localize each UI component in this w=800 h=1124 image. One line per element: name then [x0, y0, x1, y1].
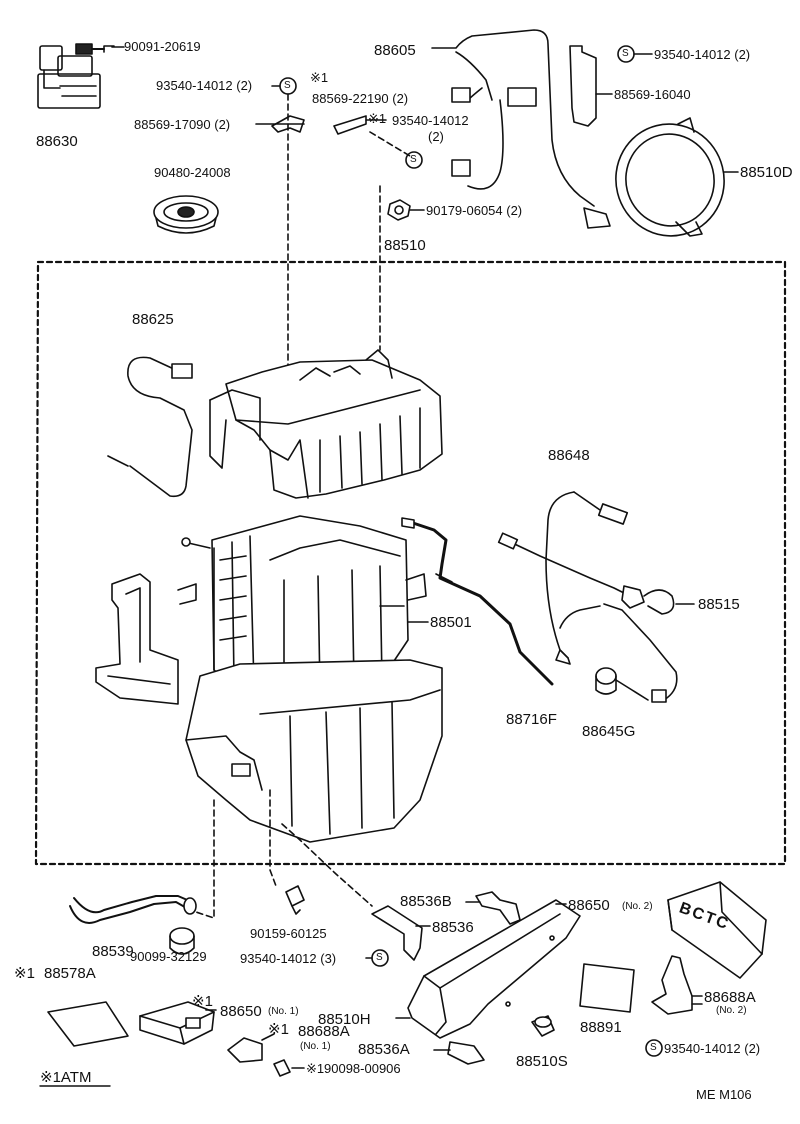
wire-harness-88648 — [545, 491, 678, 703]
bracket-88536A — [447, 1041, 485, 1065]
sensor-88515 — [497, 532, 675, 615]
label-screw-mark-c: S — [622, 48, 629, 59]
label-mark-88569-22190: ※1 — [310, 70, 329, 85]
label-88510: 88510 — [384, 237, 426, 254]
bracket-88536 — [371, 905, 423, 961]
bracket-88569-16040 — [569, 45, 597, 127]
label-88510D: 88510D — [740, 164, 793, 181]
legend-atm-note: ※1ATM — [40, 1069, 92, 1086]
label-88536: 88536 — [432, 919, 474, 936]
bracket-88688A-no2 — [651, 955, 693, 1015]
screw-90159 — [285, 885, 305, 915]
grommet-90099-32129 — [169, 927, 195, 955]
label-88536A: 88536A — [358, 1041, 410, 1058]
label-88605: 88605 — [374, 42, 416, 59]
label-88510S: 88510S — [516, 1053, 568, 1070]
label-90098-mark: ※1 — [306, 1061, 325, 1076]
label-90179-06054: 90179-06054 (2) — [426, 203, 523, 218]
label-88650-no2-suffix: (No. 2) — [622, 901, 653, 912]
label-screw-mark-e: S — [650, 1042, 657, 1053]
label-88645G: 88645G — [582, 723, 636, 740]
label-88510H: 88510H — [318, 1011, 371, 1028]
label-93540-14012-b-qty: (2) — [428, 129, 444, 144]
label-88891: 88891 — [580, 1019, 622, 1036]
label-88515: 88515 — [698, 596, 740, 613]
duct-ring-88510D — [615, 117, 725, 237]
label-93540-14012-b: 93540-14012 — [392, 113, 469, 128]
label-90480-24008: 90480-24008 — [154, 165, 231, 180]
label-90091-20619: 90091-20619 — [124, 39, 201, 54]
label-90159-60125: 90159-60125 — [250, 926, 327, 941]
label-88578A: 88578A — [44, 965, 96, 982]
label-88716F: 88716F — [506, 711, 557, 728]
label-screw-mark-d: S — [376, 952, 383, 963]
label-90099-32129: 90099-32129 — [130, 949, 207, 964]
label-88648: 88648 — [548, 447, 590, 464]
duct-cover-88510H — [407, 899, 581, 1039]
label-88539: 88539 — [92, 943, 134, 960]
bracket-88569-17090 — [271, 115, 305, 133]
pipe-88716F — [401, 517, 554, 686]
bracket-88536B — [475, 891, 521, 925]
case-frame-left — [95, 573, 197, 705]
switch-88645G — [595, 667, 649, 701]
label-88630: 88630 — [36, 133, 78, 150]
label-88501: 88501 — [430, 614, 472, 631]
hose-88539 — [69, 895, 197, 924]
label-88625: 88625 — [132, 311, 174, 328]
lower-unit-housing — [185, 659, 443, 843]
wire-harness-88605 — [431, 29, 611, 229]
upper-unit-housing — [209, 349, 443, 499]
relay-88630 — [37, 45, 101, 109]
label-88688A-no2-suffix: (No. 2) — [716, 1005, 747, 1016]
screw-90091 — [75, 43, 115, 55]
label-88688A-no1: 88688A — [298, 1023, 350, 1040]
label-88569-17090: 88569-17090 (2) — [134, 117, 231, 132]
label-93540-14012-e: 93540-14012 (2) — [664, 1041, 761, 1056]
label-88650-no1-mark: ※1 — [192, 993, 213, 1010]
label-88688A-no1-suffix: (No. 1) — [300, 1041, 331, 1052]
clip-88510S — [531, 1015, 555, 1037]
screw-90098 — [273, 1059, 291, 1077]
sheet-88891 — [579, 963, 635, 1013]
label-88536B: 88536B — [400, 893, 452, 910]
sensor-wire-88625 — [107, 356, 193, 498]
label-mark-93540-b: ※1 — [368, 111, 387, 126]
label-93540-14012-d: 93540-14012 (3) — [240, 951, 337, 966]
label-88688A-no1-mark: ※1 — [268, 1021, 289, 1038]
assembly-88510-boundary — [34, 260, 787, 866]
label-88650-no1: 88650 — [220, 1003, 262, 1020]
label-88650-no1-suffix: (No. 1) — [268, 1006, 299, 1017]
amplifier-88650-no1 — [139, 1001, 215, 1045]
label-88650-no2: 88650 — [568, 897, 610, 914]
amplifier-88650-no2 — [667, 881, 767, 979]
label-screw-mark-b: S — [410, 154, 417, 165]
label-screw-mark-a: S — [284, 80, 291, 91]
label-88578A-mark: ※1 — [14, 965, 35, 982]
bracket-88688A-no1 — [227, 1037, 263, 1063]
label-88688A-no2: 88688A — [704, 989, 756, 1006]
label-88569-16040: 88569-16040 — [614, 87, 691, 102]
footer-drawing-code: ME M106 — [696, 1087, 752, 1102]
label-93540-14012-a: 93540-14012 (2) — [156, 78, 253, 93]
label-88569-22190: 88569-22190 (2) — [312, 91, 409, 106]
sheet-88578A — [47, 1001, 129, 1047]
label-90098-00906: 90098-00906 — [324, 1061, 401, 1076]
heater-core-88501 — [181, 515, 427, 701]
grommet-90480 — [153, 195, 219, 234]
nut-90179 — [387, 199, 411, 221]
bracket-88569-22190 — [333, 115, 367, 135]
label-93540-14012-c: 93540-14012 (2) — [654, 47, 751, 62]
